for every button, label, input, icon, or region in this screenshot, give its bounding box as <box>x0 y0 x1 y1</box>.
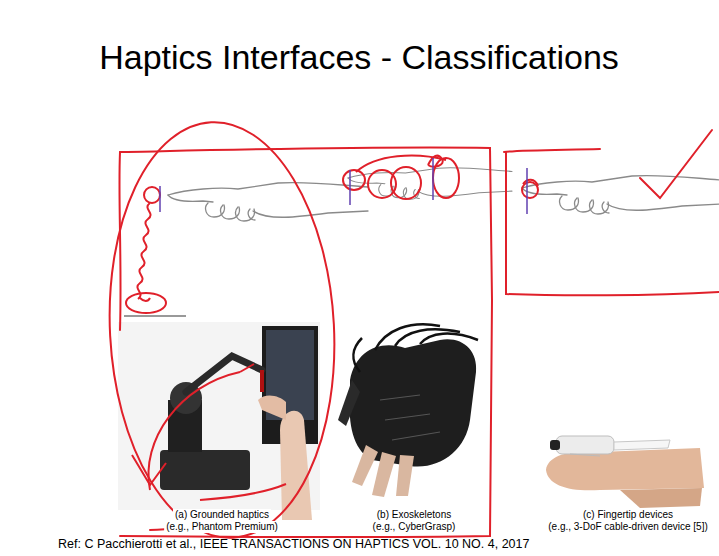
exoskeleton-sketch <box>428 156 443 167</box>
hand-sketch <box>168 182 368 221</box>
figure-caption: (b) Exoskeletons <box>375 509 453 521</box>
slide-title: Haptics Interfaces - Classifications <box>99 38 619 77</box>
fingertip-sketch <box>526 168 528 214</box>
red-annotation <box>119 152 120 330</box>
red-annotation <box>99 116 719 543</box>
linkage-sketch <box>124 315 186 317</box>
exoskeleton-sketch <box>349 170 351 205</box>
fingertip-device-photo <box>614 440 670 450</box>
figure-caption: (a) Grounded haptics <box>173 509 271 521</box>
exoskeleton-photo <box>372 452 396 497</box>
exoskeleton-photo <box>352 445 378 486</box>
fingertip-device-photo <box>556 436 614 454</box>
red-annotation <box>504 149 600 152</box>
red-annotation <box>640 130 712 198</box>
exoskeleton-photo <box>353 338 362 372</box>
red-annotation <box>506 152 719 295</box>
red-annotation <box>99 116 344 543</box>
hand-sketch <box>522 175 719 214</box>
exoskeleton-photo <box>380 395 440 440</box>
linkage-sketch <box>124 186 186 316</box>
figure-caption: (e.g., Phantom Premium) <box>164 521 280 533</box>
exoskeleton-photo <box>396 455 414 496</box>
exoskeleton-photo <box>338 324 478 497</box>
hand-sketch <box>348 168 512 200</box>
exoskeleton-photo <box>353 324 478 372</box>
photo-annotation <box>240 364 254 372</box>
fingertip-device-photo <box>546 436 704 508</box>
grounded-device-photo <box>260 370 264 392</box>
exoskeleton-sketch <box>432 158 434 200</box>
linkage-sketch <box>140 298 150 301</box>
linkage-sketch <box>126 293 166 313</box>
exoskeleton-photo <box>420 334 478 344</box>
linkage-sketch <box>144 187 160 203</box>
reference-note: Ref: C Pacchierotti et al., IEEE TRANSAC… <box>58 537 529 551</box>
exoskeleton-sketch <box>343 170 365 190</box>
linkage-sketch <box>159 186 161 212</box>
grounded-device-photo <box>186 356 262 392</box>
grounded-device-photo <box>160 450 250 490</box>
figure-caption: (e.g., CyberGrasp) <box>371 521 458 533</box>
hand-sketch <box>168 168 719 221</box>
exoskeleton-photo <box>380 395 440 440</box>
grounded-device-photo <box>280 411 312 520</box>
exoskeleton-sketch <box>343 156 459 205</box>
figure-caption: (c) Fingertip devices <box>581 509 675 521</box>
grounded-device-photo <box>118 322 320 520</box>
fingertip-device-photo <box>570 454 600 456</box>
fingertip-device-photo <box>620 488 702 508</box>
fingertip-sketch <box>522 168 538 214</box>
photo-annotation <box>132 455 166 485</box>
figure-caption: (e.g., 3-DoF cable-driven device [5]) <box>546 521 710 533</box>
fingertip-device-photo <box>550 440 560 450</box>
exoskeleton-sketch <box>433 158 459 198</box>
photo-annotation <box>132 364 286 500</box>
fingertip-sketch <box>523 180 538 186</box>
exoskeleton-photo <box>338 380 360 426</box>
grounded-device-photo <box>258 396 286 420</box>
photo-annotation <box>200 484 286 500</box>
photo-annotation <box>148 372 240 490</box>
linkage-sketch <box>137 203 150 299</box>
exoskeleton-sketch <box>391 167 421 199</box>
fingertip-sketch <box>522 182 538 198</box>
